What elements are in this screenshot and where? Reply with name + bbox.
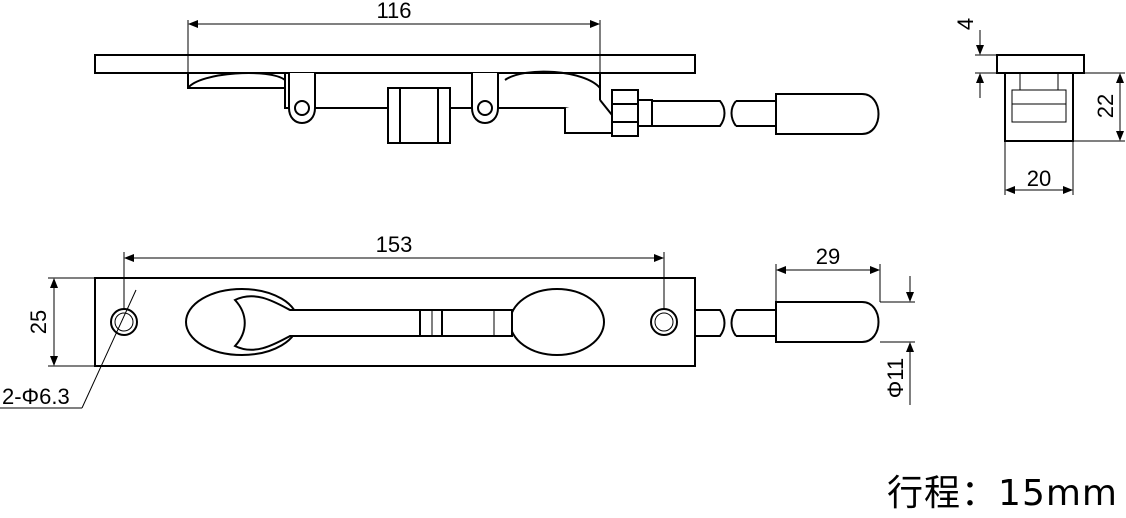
dimension-phi-11: Φ11: [883, 358, 908, 398]
dimension-116: 116: [376, 0, 411, 23]
dimension-22: 22: [1093, 94, 1118, 118]
side-view: 4 22 20: [953, 18, 1125, 195]
hole-callout: 2-Φ6.3: [2, 384, 70, 409]
dimension-4: 4: [953, 18, 978, 30]
dimension-153: 153: [376, 232, 413, 257]
dimension-29: 29: [816, 244, 840, 269]
top-view: 116: [94, 0, 880, 144]
dimension-25: 25: [26, 310, 51, 334]
dimension-20: 20: [1027, 166, 1051, 191]
stroke-caption: 行程：15mm: [887, 473, 1118, 514]
plan-view: 153 25 2-Φ6.3 29 Φ11: [0, 232, 915, 409]
